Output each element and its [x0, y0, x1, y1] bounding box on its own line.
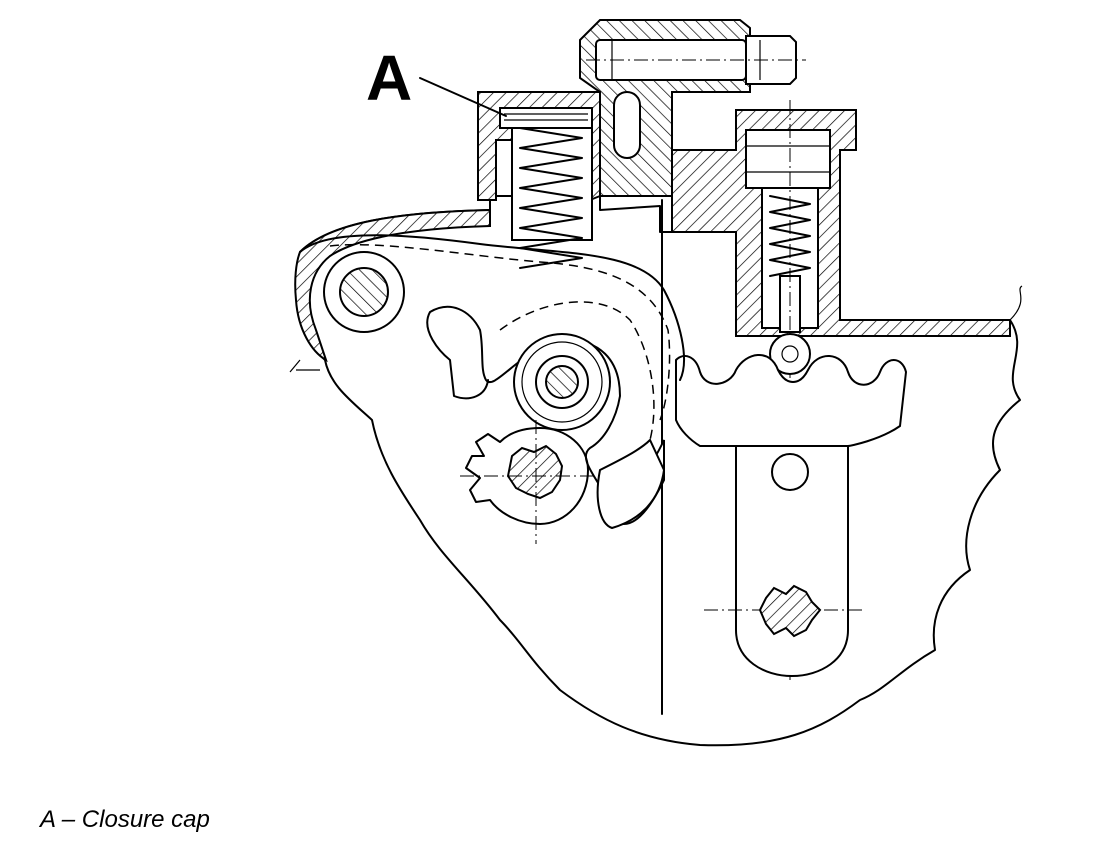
- plunger-roller: [769, 333, 811, 375]
- pivot-pin: [339, 267, 389, 317]
- callout-label-a: A: [366, 42, 413, 114]
- lever-hole: [771, 453, 809, 491]
- splined-shaft-left: [506, 444, 564, 500]
- callout-leader: [419, 77, 507, 117]
- figure-caption: A – Closure cap: [40, 806, 210, 833]
- plunger-housing: [671, 109, 1011, 337]
- detent-plate: [675, 354, 908, 447]
- slot-opening: [613, 91, 641, 159]
- plunger-cap: [745, 129, 831, 189]
- housing-wall-left: [294, 208, 491, 363]
- pivot-lever: [299, 234, 685, 381]
- spring-right: [769, 195, 811, 277]
- housing-ragged-edge: [289, 285, 1023, 373]
- closure-cap: [499, 107, 593, 129]
- bolt-head: [745, 35, 797, 85]
- spring-left: [519, 127, 583, 269]
- gear-segment: [465, 427, 589, 525]
- splined-shaft-right: [758, 584, 822, 638]
- housing-outline: [296, 195, 1021, 747]
- detent-pawl: [596, 438, 666, 530]
